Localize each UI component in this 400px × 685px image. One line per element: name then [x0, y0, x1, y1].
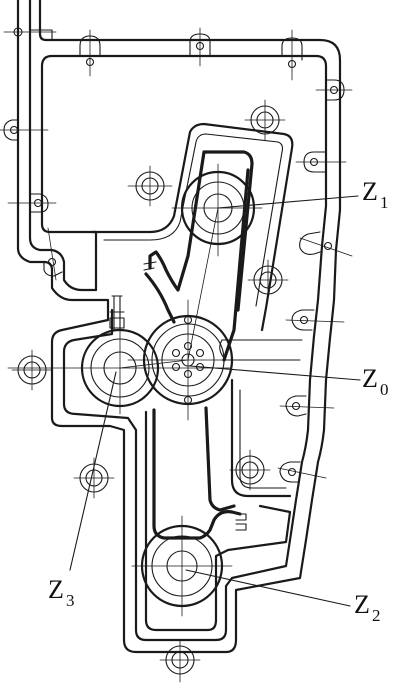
- label-z2: Z 2: [354, 590, 381, 625]
- axis-lines: [119, 207, 219, 369]
- label-z1-sub: 1: [380, 193, 389, 212]
- bolt-2: [127, 165, 173, 207]
- label-z3-base: Z: [48, 575, 64, 604]
- label-z3: Z 3: [48, 575, 75, 610]
- mounting-bolts: [11, 99, 289, 683]
- label-z3-sub: 3: [66, 591, 75, 610]
- bolt-tabs: [0, 27, 353, 483]
- bolt-1: [244, 99, 286, 141]
- label-z0-base: Z: [362, 364, 378, 393]
- label-z2-base: Z: [354, 590, 370, 619]
- label-z0: Z 0: [362, 364, 389, 399]
- label-z2-sub: 2: [372, 606, 381, 625]
- label-z1-base: Z: [362, 177, 378, 206]
- label-z0-sub: 0: [380, 380, 389, 399]
- gear-z1: [171, 163, 263, 257]
- gear-z3: [7, 323, 231, 415]
- bolt-6: [229, 449, 271, 491]
- label-z1: Z 1: [362, 177, 389, 212]
- bolt-4: [11, 349, 53, 391]
- housing-outline: [3, 0, 342, 654]
- leader-lines: [69, 195, 361, 607]
- gear-case: [90, 122, 303, 632]
- gear-z2: [131, 515, 233, 617]
- bolt-5: [73, 457, 115, 499]
- bolt-7: [159, 639, 201, 683]
